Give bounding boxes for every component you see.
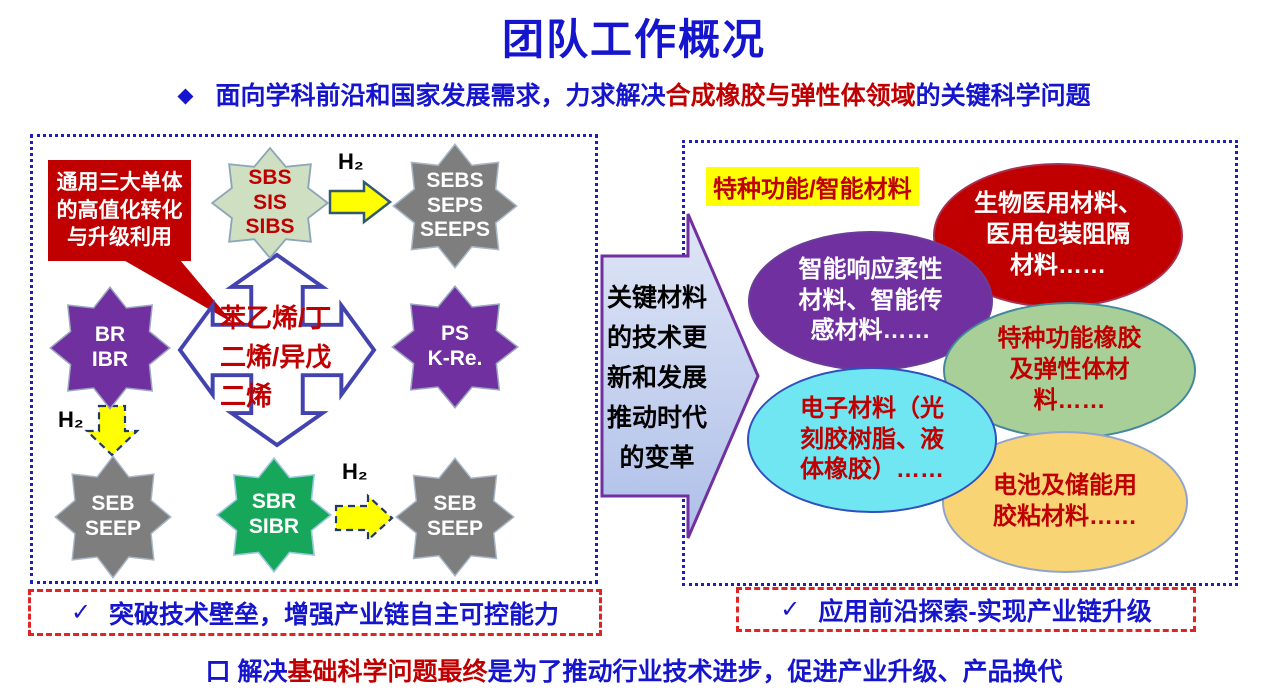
subtitle: ◆ 面向学科前沿和国家发展需求，力求解决合成橡胶与弹性体领域的关键科学问题 xyxy=(0,76,1268,112)
star-seb-right: SEB SEEP xyxy=(395,457,515,577)
star-seb-left-label: SEB SEEP xyxy=(84,492,142,540)
ellipse-electronic: 电子材料（光 刻胶树脂、液 体橡胶）…… xyxy=(747,367,997,513)
callout-box: 通用三大单体 的高值化转化 与升级利用 xyxy=(48,160,191,261)
bottom-note-highlight: 基础科学问题最终 xyxy=(287,658,488,686)
check-icon: ✓ xyxy=(70,599,92,626)
right-footer-box: ✓ 应用前沿探索-实现产业链升级 xyxy=(736,587,1196,632)
h2-label-bottom: H₂ xyxy=(342,459,368,484)
page-title: 团队工作概况 xyxy=(501,16,766,63)
check-icon: ✓ xyxy=(780,596,801,623)
star-shape xyxy=(216,457,332,573)
h2-arrow-bottom xyxy=(334,493,394,543)
left-footer-box: ✓ 突破技术壁垒，增强产业链自主可控能力 xyxy=(28,589,602,636)
subtitle-tail: 的关键科学问题 xyxy=(915,82,1091,110)
star-shape xyxy=(49,286,171,410)
star-sbs-label: SBS SIS SIBS xyxy=(245,165,295,239)
subtitle-lead: 面向学科前沿和国家发展需求，力求解决 xyxy=(215,82,666,110)
bottom-note-lead: 口 解决 xyxy=(205,658,288,686)
left-footer-text: 突破技术壁垒，增强产业链自主可控能力 xyxy=(109,600,560,629)
middle-arrow-label: 关键材料 的技术更 新和发展 推动时代 的变革 xyxy=(606,284,707,472)
star-ps-label: PS K-Re. xyxy=(427,322,483,370)
star-shape xyxy=(395,457,515,577)
star-br-label: BR IBR xyxy=(91,323,129,371)
right-panel-header: 特种功能/智能材料 xyxy=(706,167,919,206)
star-seb-right-label: SEB SEEP xyxy=(426,492,484,540)
star-ps: PS K-Re. xyxy=(391,285,519,409)
h2-label-left: H₂ xyxy=(58,407,84,432)
star-sbr: SBR SIBR xyxy=(216,457,332,573)
subtitle-highlight: 合成橡胶与弹性体领域 xyxy=(665,82,916,110)
ellipse-smart-materials: 智能响应柔性 材料、智能传 感材料…… xyxy=(748,231,993,371)
star-sebs: SEBS SEPS SEEPS xyxy=(392,143,518,269)
callout-tail xyxy=(120,258,233,323)
left-panel-border xyxy=(30,134,598,584)
star-shape xyxy=(211,147,329,259)
bottom-note-tail: 是为了推动行业技术进步，促进产业升级、产品换代 xyxy=(487,658,1063,686)
star-sbr-label: SBR SIBR xyxy=(248,490,300,538)
right-footer-text: 应用前沿探索-实现产业链升级 xyxy=(818,597,1152,626)
star-shape xyxy=(392,143,518,269)
star-sebs-label: SEBS SEPS SEEPS xyxy=(419,168,491,242)
star-shape xyxy=(54,455,172,579)
bottom-note: 口 解决基础科学问题最终是为了推动行业技术进步，促进产业升级、产品换代 xyxy=(0,652,1268,688)
cross-arrow xyxy=(177,252,377,448)
diamond-bullet-icon: ◆ xyxy=(177,84,194,107)
star-seb-left: SEB SEEP xyxy=(54,455,172,579)
star-sbs: SBS SIS SIBS xyxy=(211,147,329,259)
middle-block-arrow xyxy=(600,213,760,539)
star-br: BR IBR xyxy=(49,286,171,410)
h2-arrow-top xyxy=(328,179,393,225)
star-shape xyxy=(391,285,519,409)
h2-label-top: H₂ xyxy=(338,149,364,174)
cross-center-label: 苯乙烯/丁 二烯/异戊 二烯 xyxy=(220,303,332,411)
callout-text: 通用三大单体 的高值化转化 与升级利用 xyxy=(56,170,183,250)
ellipse-special-rubber: 特种功能橡胶 及弹性体材 料…… xyxy=(943,302,1196,439)
h2-arrow-left xyxy=(84,404,140,457)
